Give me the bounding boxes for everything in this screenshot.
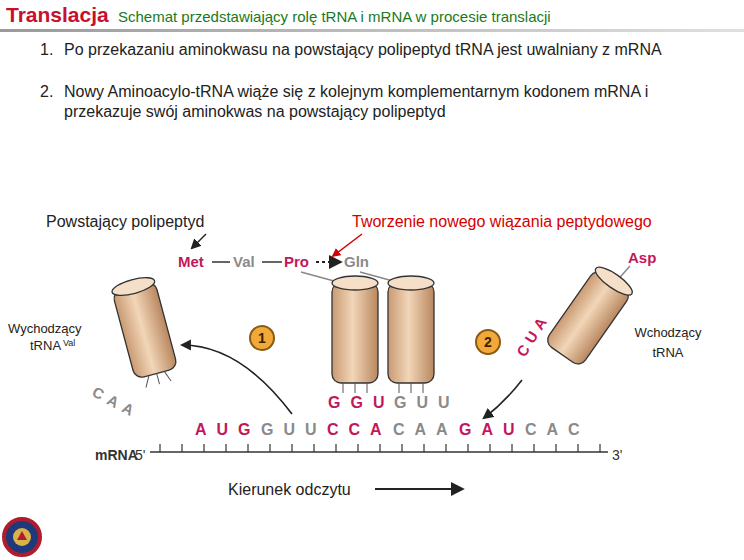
polypeptide-label-box: Powstający polipeptyd (46, 212, 204, 232)
list-number: 1. (40, 41, 53, 58)
mrna-label: mRNA (95, 447, 138, 463)
list-number: 2. (40, 83, 53, 100)
list-item-box: Nowy Aminoacylo-tRNA wiąże się z kolejny… (64, 82, 664, 122)
anticodon-box: CAA (89, 382, 143, 423)
list-item-box: Po przekazaniu aminokwasu na powstający … (64, 40, 664, 60)
binding-arrow (484, 380, 522, 418)
anticodon-box: GUU (394, 393, 460, 413)
amino-acid-box: Gln (344, 252, 369, 272)
list-number-box: 1. (40, 40, 53, 60)
title-box: Translacja (6, 3, 109, 27)
trna-caption-box: Wchodzący tRNA (628, 322, 708, 362)
leader-arrow (333, 234, 362, 256)
amino-acid-box: Met (178, 252, 204, 272)
list-number-box: 2. (40, 82, 53, 102)
trna-exiting (110, 274, 180, 390)
amino-acid-box: Val (233, 252, 255, 272)
amino-acid: Val (233, 253, 255, 270)
amino-acid: Gln (344, 253, 369, 270)
trna-caption: Wchodzący tRNA (634, 325, 701, 360)
end-label: 5' (135, 447, 145, 463)
new-peptide-bond (316, 261, 340, 263)
amino-acid-box: Asp (628, 248, 656, 268)
list-item: Po przekazaniu aminokwasu na powstający … (64, 41, 662, 58)
header-rule (0, 29, 744, 32)
trna-entering (544, 263, 636, 368)
direction-label-box: Kierunek odczytu (228, 480, 351, 500)
trna-caption-box: Wychodzący (8, 318, 82, 338)
callout-circle: 1 (249, 325, 275, 351)
codon-box: CAC (525, 420, 590, 440)
leader-arrow (192, 234, 206, 248)
anticodon: GUU (394, 394, 460, 411)
callout-number: 2 (484, 334, 492, 350)
codon: GAU (459, 421, 525, 438)
anticodon-box: GGU (328, 393, 394, 413)
trna-peptidyl (332, 276, 378, 393)
mrna-label-box: mRNA (95, 445, 138, 465)
codon: CAC (525, 421, 590, 438)
codon: GUU (261, 421, 327, 438)
codon-box: CAA (393, 420, 458, 440)
anticodon: CUA (513, 310, 553, 359)
bond-label: Tworzenie nowego wiązania peptydowego (352, 213, 652, 230)
trna-aminoacyl (388, 276, 434, 393)
university-logo (4, 519, 40, 555)
codon: CAA (393, 421, 458, 438)
trna-caption: tRNA (30, 338, 61, 353)
anticodon: CAA (90, 383, 143, 422)
peptide-bond (212, 261, 230, 263)
codon-box: GAU (459, 420, 525, 440)
codon-box: CCA (327, 420, 392, 440)
peptide-bond (262, 261, 282, 263)
direction-label: Kierunek odczytu (228, 481, 351, 498)
release-arrow (182, 345, 292, 414)
mrna-backbone (150, 451, 608, 453)
anticodon: GGU (328, 394, 394, 411)
callout-number: 1 (258, 330, 266, 346)
bond-label-box: Tworzenie nowego wiązania peptydowego (352, 212, 652, 232)
end-label: 3' (612, 447, 622, 463)
amino-acid-box: Pro (284, 252, 309, 272)
codon: AUG (195, 421, 261, 438)
trna-caption-box: tRNA (30, 335, 61, 355)
list-item: Nowy Aminoacylo-tRNA wiąże się z kolejny… (64, 83, 648, 120)
codon-box: AUG (195, 420, 261, 440)
codon-box: GUU (261, 420, 327, 440)
title: Translacja (6, 3, 109, 26)
subtitle-box: Schemat przedstawiający rolę tRNA i mRNA… (118, 7, 551, 27)
amino-acid: Met (178, 253, 204, 270)
end-label-box: 5' (135, 445, 145, 465)
callout-circle: 2 (475, 329, 501, 355)
trna-caption: Wychodzący (8, 321, 82, 336)
anticodon-box: CUA (512, 310, 554, 361)
mrna-ticks (160, 444, 600, 452)
amino-acid: Asp (628, 249, 656, 266)
amino-acid: Pro (284, 253, 309, 270)
end-label-box: 3' (612, 445, 622, 465)
codon: CCA (327, 421, 392, 438)
trna-superscript: Val (63, 338, 75, 348)
subtitle: Schemat przedstawiający rolę tRNA i mRNA… (118, 8, 551, 25)
polypeptide-label: Powstający polipeptyd (46, 213, 204, 230)
direction-arrow (375, 488, 462, 490)
